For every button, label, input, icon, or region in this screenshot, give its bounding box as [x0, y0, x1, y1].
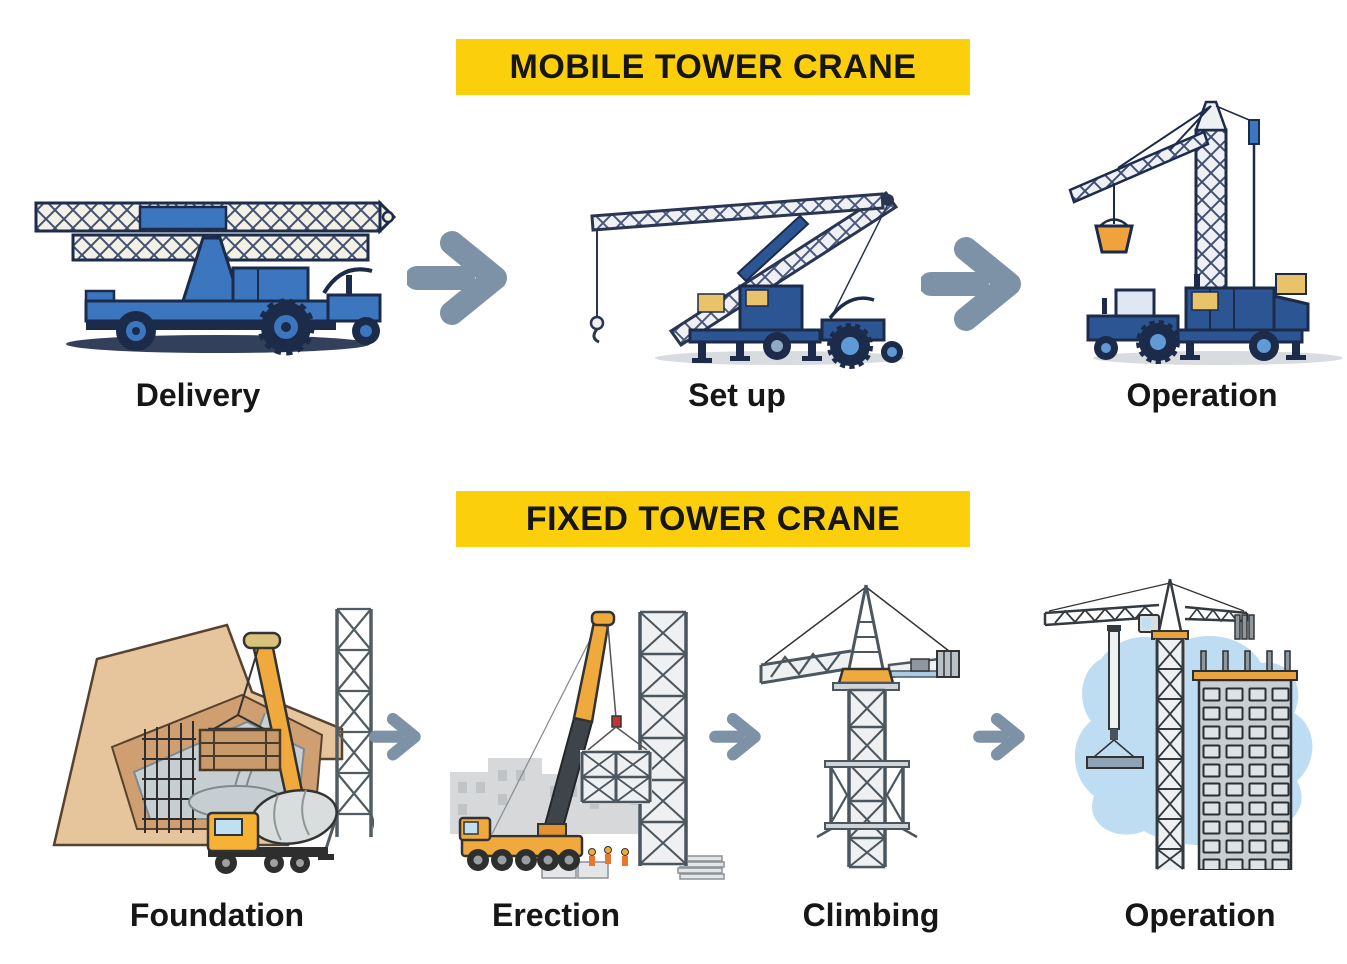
fixed-operation-illustration [1039, 571, 1338, 870]
arrow-right-icon [407, 231, 507, 325]
stage-label-climbing: Climbing [802, 897, 940, 933]
setup-crane-illustration [540, 178, 908, 370]
arrow-right-icon [921, 237, 1021, 331]
mobile-operation-crane-illustration [1058, 92, 1342, 370]
arrow-right-icon [369, 713, 421, 761]
erection-illustration [450, 598, 726, 883]
stage-label-set-up: Set up [688, 377, 786, 413]
arrow-right-icon [709, 713, 761, 761]
foundation-illustration [42, 597, 374, 881]
stage-label-foundation: Foundation [129, 897, 305, 933]
climbing-illustration [751, 577, 980, 870]
stage-label-delivery: Delivery [135, 377, 261, 413]
mobile-tower-crane-banner: MOBILE TOWER CRANE [456, 39, 970, 95]
delivery-truck-illustration [28, 183, 396, 361]
arrow-right-icon [973, 713, 1025, 761]
stage-label-erection: Erection [491, 897, 621, 933]
stage-label-operation-fixed: Operation [1124, 897, 1276, 933]
fixed-tower-crane-banner: FIXED TOWER CRANE [456, 491, 970, 547]
stage-label-operation-mobile: Operation [1126, 377, 1278, 413]
